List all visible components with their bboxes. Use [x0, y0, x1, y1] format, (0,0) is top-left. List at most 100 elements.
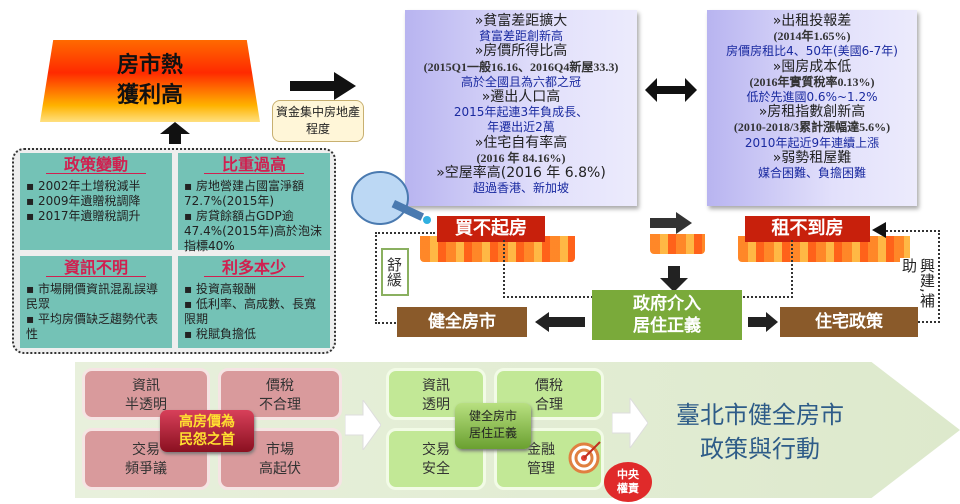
issue-line: 貧富差距創新高	[478, 29, 563, 44]
issue-line: »房租指數創新高	[758, 104, 866, 121]
gov-line1: 政府介入	[633, 294, 701, 314]
text-line: 健全房市	[468, 409, 517, 423]
issue-line: »房價所得比高	[474, 43, 568, 60]
issue-line: 媒合困難、負擔困難	[757, 166, 866, 181]
text-line: 合理	[535, 397, 563, 413]
text-line: 居住正義	[468, 426, 517, 440]
problem-cell: 交易頻爭議	[82, 428, 210, 490]
arrow-up-icon	[160, 122, 190, 144]
causes-panel: 政策變動 2002年土增稅減半2009年遺贈稅調降2017年遺贈稅調升 比重過高…	[12, 148, 336, 354]
text-line: 民怨之首	[179, 432, 235, 448]
issue-line: 低於先進國0.6%~1.2%	[746, 90, 878, 105]
cause-item: 平均房價缺乏趨勢代表性	[26, 312, 166, 342]
hot-line2: 獲利高	[116, 83, 183, 108]
text-line: 交易	[422, 442, 450, 458]
text-line: 市場	[266, 442, 294, 458]
cause-item: 投資高報酬	[184, 282, 324, 297]
issue-line: 2015年起連3年負成長、	[453, 105, 589, 120]
cause-item: 2002年土增稅減半	[26, 179, 166, 194]
issue-line: »空屋率高(2016 年 6.8%)	[436, 165, 606, 182]
cause-profit: 利多本少 投資高報酬低利率、高成數、長寬限期稅賦負擔低	[178, 256, 330, 348]
issue-line: (2016 年 84.16%)	[476, 150, 566, 165]
healthy-market-box: 健全房市	[397, 307, 527, 337]
watering-can-icon	[351, 171, 431, 225]
arrow-right-icon	[290, 72, 356, 100]
cause-info: 資訊不明 市場開價資訊混亂誤導民眾平均房價缺乏趨勢代表性	[20, 256, 172, 348]
rent-issues-box: »出租投報差(2014年1.65%)房價房租比4、50年(美國6-7年)»囤房成…	[707, 10, 917, 206]
issue-line: »出租投報差	[772, 13, 852, 29]
cause-policy: 政策變動 2002年土增稅減半2009年遺贈稅調降2017年遺贈稅調升	[20, 153, 172, 250]
arrow-right-icon	[345, 400, 381, 450]
cause-item: 低利率、高成數、長寬限期	[184, 297, 324, 327]
cant-buy-label: 買不起房	[437, 216, 545, 242]
target-icon	[568, 441, 601, 474]
text-line: 中央	[617, 468, 639, 481]
relieve-label: 舒緩	[381, 248, 409, 296]
text-line: 半透明	[125, 397, 167, 413]
text-line: 資訊	[132, 378, 160, 394]
cause-item: 2009年遺贈稅調降	[26, 194, 166, 209]
text-line: 金融	[527, 442, 555, 458]
flames-icon	[650, 234, 705, 254]
problem-cell: 資訊半透明	[82, 368, 210, 420]
text-line: 管理	[527, 461, 555, 477]
text-line: 臺北市健全房市	[676, 401, 844, 429]
issue-line: (2014年1.65%)	[773, 29, 851, 44]
issue-line: 超過香港、新加坡	[472, 181, 569, 196]
issue-line: (2010-2018/3累計漲幅達5.6%)	[733, 120, 891, 135]
arrow-right-icon	[748, 312, 778, 332]
cause-title: 比重過高	[204, 157, 304, 174]
goal-cell: 資訊透明	[386, 368, 486, 420]
text-line: 交易	[132, 442, 160, 458]
housing-policy-box: 住宅政策	[780, 307, 918, 337]
issue-line: »貧富差距擴大	[474, 13, 568, 29]
issue-line: (2016年實質稅率0.13%)	[749, 74, 875, 89]
arrow-left-icon	[872, 222, 886, 238]
issue-line: 高於全國且為六都之冠	[460, 74, 581, 89]
issue-line: 房價房租比4、50年(美國6-7年)	[726, 44, 898, 59]
cause-share: 比重過高 房地營建占國富淨額72.7%(2015年)房貸餘額占GDP逾47.4%…	[178, 153, 330, 253]
buy-issues-box: »貧富差距擴大貧富差距創新高»房價所得比高(2015Q1一般16.16、2016…	[405, 10, 637, 206]
text-line: 透明	[422, 397, 450, 413]
cause-item: 房地營建占國富淨額72.7%(2015年)	[184, 179, 324, 209]
cause-title: 資訊不明	[46, 260, 146, 277]
build-subsidy-label: 興建,補助	[900, 258, 936, 314]
cant-rent-label: 租不到房	[745, 216, 870, 242]
hot-line1: 房市熱	[116, 53, 183, 78]
text-line: 不合理	[259, 397, 301, 413]
arrow-right-icon	[650, 212, 692, 234]
issue-line: 2010年起近9年連續上漲	[744, 135, 880, 150]
double-arrow-icon	[645, 78, 697, 102]
central-authority-bubble: 中央權責	[604, 462, 652, 502]
arrow-down-icon	[660, 266, 688, 292]
cause-title: 政策變動	[46, 157, 146, 174]
text-line: 價稅	[535, 378, 563, 394]
issue-line: (2015Q1一般16.16、2016Q4新屋33.3)	[423, 59, 619, 74]
text-line: 安全	[422, 461, 450, 477]
capital-concentration-callout: 資金集中房地產程度	[272, 100, 364, 142]
text-line: 頻爭議	[125, 461, 167, 477]
issue-line: »遷出人口高	[481, 89, 561, 106]
text-line: 價稅	[266, 378, 294, 394]
text-line: 資訊	[422, 378, 450, 394]
gov-line2: 居住正義	[633, 316, 701, 336]
text-line: 權責	[617, 482, 639, 495]
issue-line: 年遷出近2萬	[487, 120, 555, 135]
gov-intervention-box: 政府介入居住正義	[592, 290, 742, 340]
cause-title: 利多本少	[204, 260, 304, 277]
goals-center-badge: 健全房市居住正義	[455, 403, 531, 449]
arrow-right-icon	[612, 398, 648, 448]
cause-item: 稅賦負擔低	[184, 327, 324, 342]
text-line: 政策與行動	[700, 435, 820, 463]
problems-center-badge: 高房價為民怨之首	[160, 410, 254, 452]
issue-line: »囤房成本低	[772, 58, 852, 75]
issue-line: »弱勢租屋難	[772, 149, 852, 166]
cause-item: 市場開價資訊混亂誤導民眾	[26, 282, 166, 312]
text-line: 高起伏	[259, 461, 301, 477]
arrow-left-icon	[535, 312, 585, 332]
issue-line: »住宅自有率高	[474, 134, 568, 151]
final-title: 臺北市健全房市政策與行動	[655, 398, 865, 466]
cause-item: 2017年遺贈稅調升	[26, 209, 166, 224]
text-line: 高房價為	[179, 414, 235, 430]
cause-item: 房貸餘額占GDP逾47.4%(2015年)高於泡沫指標40%	[184, 209, 324, 254]
